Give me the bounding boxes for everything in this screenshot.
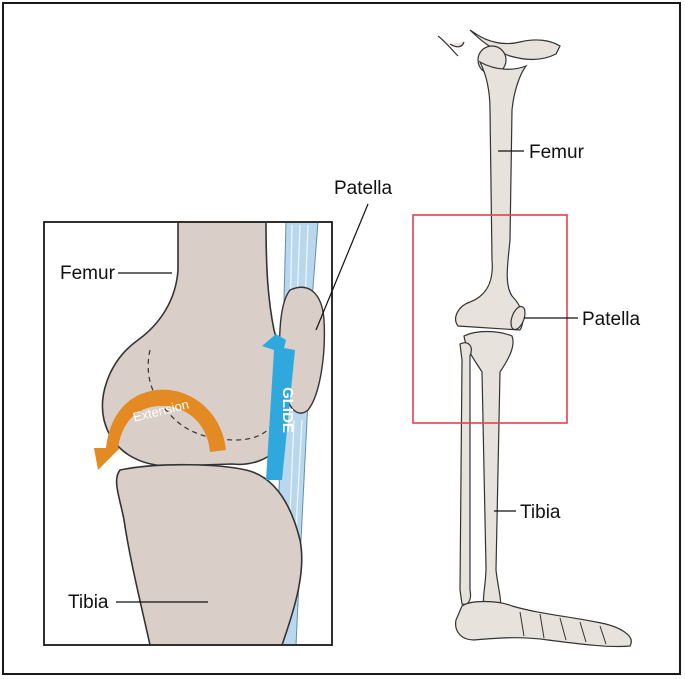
- leg-fibula: [460, 343, 471, 605]
- inset-tibia-label: Tibia: [68, 592, 109, 613]
- leg-femur-label: Femur: [529, 142, 585, 163]
- leg-femur: [456, 62, 526, 330]
- inset-femur-label: Femur: [60, 263, 116, 284]
- leg-tibia: [464, 332, 513, 611]
- inset-patella-label: Patella: [334, 178, 393, 199]
- glide-label: GLIDE: [279, 387, 296, 433]
- leg-tibia-label: Tibia: [520, 502, 561, 523]
- leg-patella-label: Patella: [582, 309, 641, 330]
- inset-tibia: [117, 465, 302, 645]
